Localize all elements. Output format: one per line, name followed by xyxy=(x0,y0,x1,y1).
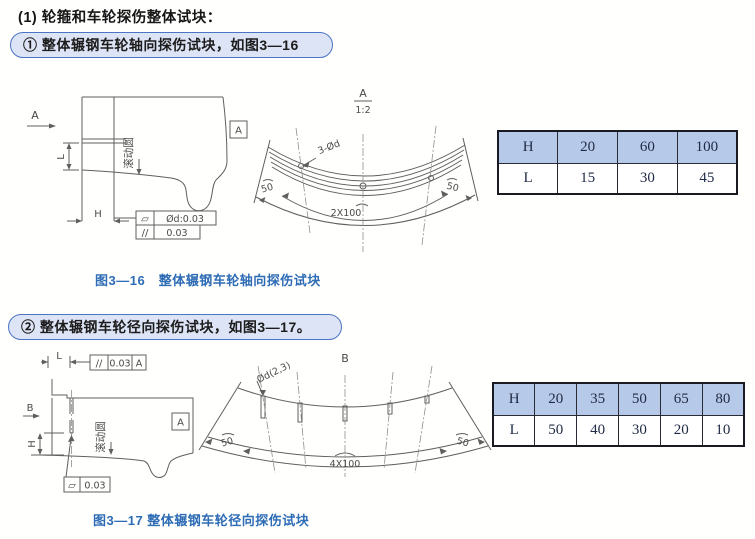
datum-a-label: A xyxy=(235,126,242,137)
section-1-header: ① 整体辗钢车轮轴向探伤试块，如图3—16 xyxy=(10,32,333,58)
table-cell: 20 xyxy=(557,130,618,164)
table-data-row: L 15 30 45 xyxy=(497,163,738,195)
section-label: A xyxy=(31,109,39,122)
arc-bottom xyxy=(255,194,476,226)
holes-callout: Ød(2,3) xyxy=(255,360,292,386)
dim-h-label: H xyxy=(94,209,102,220)
dim-h-label: H xyxy=(27,440,38,448)
parallelism-value: 0.03 xyxy=(109,359,130,370)
section-arrow-icon xyxy=(49,123,56,129)
fig-3-16-arc-block-drawing: A 1:2 3-Ød 50 50 2X100 xyxy=(253,87,479,252)
table-cell: H xyxy=(492,382,536,416)
fig-3-17-arc-block-drawing: B Ød(2,3) 50 50 4X100 xyxy=(198,352,492,477)
flatness-symbol: ▱ xyxy=(68,481,76,492)
table-cell: L xyxy=(497,163,559,195)
table-cell: L xyxy=(492,415,536,447)
parallelism-symbol: // xyxy=(142,228,149,239)
table-cell: 50 xyxy=(534,415,578,447)
datum-a-label: A xyxy=(177,418,184,429)
table-cell: 20 xyxy=(659,415,703,447)
table-cell: 65 xyxy=(659,382,703,416)
wheel-profile xyxy=(39,452,194,478)
datum-a-box xyxy=(171,412,190,431)
section-2-header: ② 整体辗钢车轮径向探伤试块，如图3—17。 xyxy=(8,314,342,340)
view-scale: 1:2 xyxy=(355,105,370,116)
fig-3-17-caption: 图3—17 整体辗钢车轮径向探伤试块 xyxy=(93,513,310,528)
table-cell: 80 xyxy=(701,382,745,416)
parallelism-tolerance-frame xyxy=(89,354,147,371)
fig-3-17-hl-table: H 20 35 50 65 80 L 50 40 30 20 10 xyxy=(492,382,745,447)
fig-3-17-wheel-section-drawing: L // 0.03 A B H 滚动圆 A ▱ 0.03 xyxy=(23,351,194,493)
flatness-value: 0.03 xyxy=(84,481,105,492)
parallelism-value: 0.03 xyxy=(166,228,187,239)
table-cell: 20 xyxy=(534,382,578,416)
table-cell: 35 xyxy=(576,382,619,416)
parallelism-datum: A xyxy=(136,359,143,370)
fig-3-16-caption: 图3—16 整体辗钢车轮轴向探伤试块 xyxy=(95,273,321,288)
table-cell: H xyxy=(497,130,559,164)
arc-dim-left: 50 xyxy=(220,436,235,450)
table-cell: 50 xyxy=(617,382,661,416)
arc-dim-left: 50 xyxy=(260,182,275,196)
flatness-symbol: ▱ xyxy=(141,214,149,225)
table-header-row: H 20 60 100 xyxy=(497,130,738,164)
dim-l-label: L xyxy=(56,154,67,160)
flatness-value: Ød:0.03 xyxy=(166,214,204,225)
fig-3-16-wheel-section-drawing: A L 滚动圆 H ▱ Ød:0.03 // 0.03 A xyxy=(27,96,248,240)
holes-callout: 3-Ød xyxy=(316,138,341,157)
arc-dim-right: 50 xyxy=(445,181,459,195)
datum-a-box xyxy=(229,120,248,139)
span-dim: 4X100 xyxy=(330,459,361,470)
flatness-tolerance-frame xyxy=(63,476,111,493)
wheel-profile xyxy=(81,96,228,212)
arc-dim-right: 50 xyxy=(455,436,470,450)
dim-l-label: L xyxy=(56,351,62,362)
page-title: (1) 轮箍和车轮探伤整体试块： xyxy=(18,10,222,26)
view-label: B xyxy=(341,352,349,365)
table-data-row: L 50 40 30 20 10 xyxy=(492,415,745,447)
table-cell: 10 xyxy=(701,415,745,447)
table-cell: 30 xyxy=(617,163,678,195)
table-cell: 100 xyxy=(676,130,738,164)
table-cell: 15 xyxy=(557,163,618,195)
table-cell: 60 xyxy=(617,130,678,164)
section-label: B xyxy=(27,403,34,414)
fig-3-16-hl-table: H 20 60 100 L 15 30 45 xyxy=(497,130,738,195)
span-dim: 2X100 xyxy=(331,208,362,219)
rolling-circle-label: 滚动圆 xyxy=(122,137,135,169)
table-cell: 30 xyxy=(617,415,661,447)
table-cell: 45 xyxy=(676,163,738,195)
table-cell: 40 xyxy=(576,415,619,447)
parallelism-symbol: // xyxy=(96,359,103,370)
parallelism-tolerance-frame xyxy=(135,224,201,240)
view-label: A xyxy=(359,87,367,100)
table-header-row: H 20 35 50 65 80 xyxy=(492,382,745,416)
rolling-circle-label: 滚动圆 xyxy=(94,421,107,453)
section-arrow-icon xyxy=(33,413,40,419)
hole-right xyxy=(428,175,434,181)
outline-top xyxy=(51,379,194,453)
